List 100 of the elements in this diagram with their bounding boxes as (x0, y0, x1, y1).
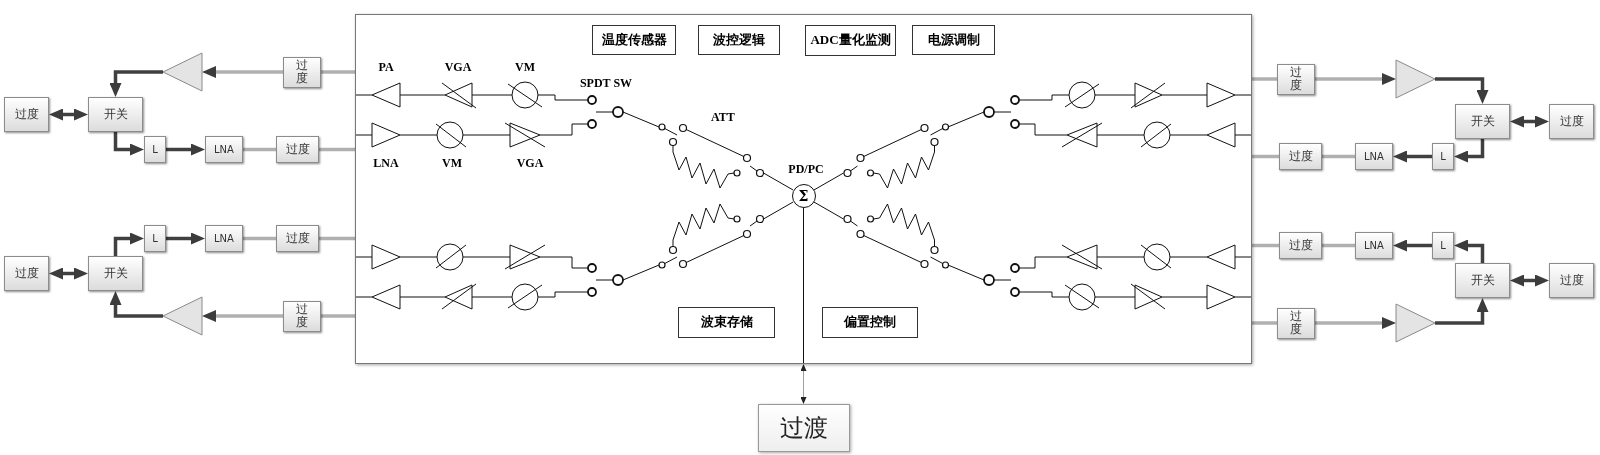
connector-line (622, 111, 660, 128)
component-label: ATT (710, 110, 736, 124)
process-box: 过度 (1549, 104, 1594, 139)
component-label: SPDT SW (578, 76, 634, 90)
process-box: LNA (205, 136, 243, 163)
function-box: 波控逻辑 (698, 25, 780, 55)
process-box: 过度 (1279, 143, 1322, 170)
arrow (109, 70, 163, 96)
connector-line (1234, 134, 1253, 136)
arrow (1394, 239, 1432, 252)
process-box: 开关 (1455, 104, 1510, 139)
connector-line (1234, 296, 1253, 298)
arrow (1435, 299, 1489, 325)
connector-line (354, 94, 373, 96)
connector-line (1234, 256, 1253, 258)
process-box: LNA (1355, 143, 1393, 170)
process-box: 过度 (1279, 232, 1322, 259)
arrow (50, 108, 87, 121)
process-box: 开关 (88, 256, 143, 291)
process-box: 过度 (283, 56, 321, 88)
process-box: L (144, 136, 166, 163)
connector-line (319, 147, 355, 152)
connector-line (321, 314, 355, 318)
component-label: PA (377, 60, 395, 74)
connector-line (399, 94, 446, 96)
arrow (1511, 115, 1548, 128)
connector-line (763, 172, 794, 191)
process-box: 开关 (1455, 263, 1510, 298)
connector-line (1096, 256, 1145, 258)
component-label: PD/PC (787, 162, 825, 176)
arrow (800, 364, 807, 404)
arrow (1511, 274, 1548, 287)
arrow (113, 232, 143, 256)
process-box: 开关 (88, 97, 143, 132)
connector-line (1234, 94, 1253, 96)
connector-line (354, 256, 373, 258)
connector-line (243, 236, 276, 241)
arrow (1315, 317, 1395, 329)
connector-line (243, 147, 276, 152)
arrow (50, 267, 87, 280)
connector-line (471, 94, 513, 96)
connector-line (462, 134, 511, 136)
connector-line (1252, 321, 1277, 325)
arrow (1315, 73, 1395, 85)
component-label: VM (514, 60, 536, 74)
connector-line (471, 296, 513, 298)
connector-line (1018, 94, 1070, 101)
connector-line (803, 207, 804, 365)
component-label: VGA (515, 156, 545, 170)
function-box: 偏置控制 (822, 307, 918, 338)
connector-line (319, 236, 355, 241)
connector-line (622, 264, 660, 281)
arrow (166, 232, 204, 245)
function-box: 电源调制 (912, 25, 995, 55)
connector-line (537, 94, 589, 101)
connector-line (813, 172, 844, 191)
process-box: 过度 (276, 225, 319, 252)
connector-line (1169, 256, 1208, 258)
connector-line (354, 134, 373, 136)
arrow (166, 143, 204, 156)
connector-line (947, 111, 985, 128)
connector-line (1252, 243, 1279, 248)
connector-line (1018, 291, 1070, 298)
arrow (203, 66, 283, 78)
process-box: 过度 (1549, 263, 1594, 298)
connector-line (763, 201, 794, 220)
connector-line (539, 123, 589, 136)
component-label: VM (441, 156, 463, 170)
process-box: 过度 (283, 300, 321, 332)
connector-line (813, 201, 844, 220)
arrow (109, 292, 163, 318)
connector-line (399, 134, 438, 136)
connector-line (1322, 243, 1355, 248)
arrow (1455, 139, 1485, 163)
connector-line (1161, 94, 1208, 96)
function-box: ADC量化监测 (805, 25, 896, 56)
function-box: 温度传感器 (592, 25, 676, 55)
process-box: 过度 (4, 256, 49, 291)
arrow (1455, 239, 1485, 263)
process-box: L (1432, 232, 1454, 259)
process-box: L (1432, 143, 1454, 170)
process-box: 过渡 (757, 404, 850, 452)
component-label: LNA (372, 156, 400, 170)
connector-line (462, 256, 511, 258)
connector-line (1322, 154, 1355, 159)
connector-line (321, 70, 355, 74)
connector-line (539, 256, 589, 269)
process-box: L (144, 225, 166, 252)
process-box: 过度 (1277, 307, 1315, 339)
arrow (1394, 150, 1432, 163)
arrow (203, 310, 283, 322)
connector-line (1161, 296, 1208, 298)
arrow (1435, 77, 1489, 103)
arrow (113, 132, 143, 156)
component-label: VGA (443, 60, 473, 74)
chip-boundary (355, 14, 1252, 364)
process-box: LNA (205, 225, 243, 252)
connector-line (947, 264, 985, 281)
connector-line (1094, 296, 1136, 298)
connector-line (1094, 94, 1136, 96)
